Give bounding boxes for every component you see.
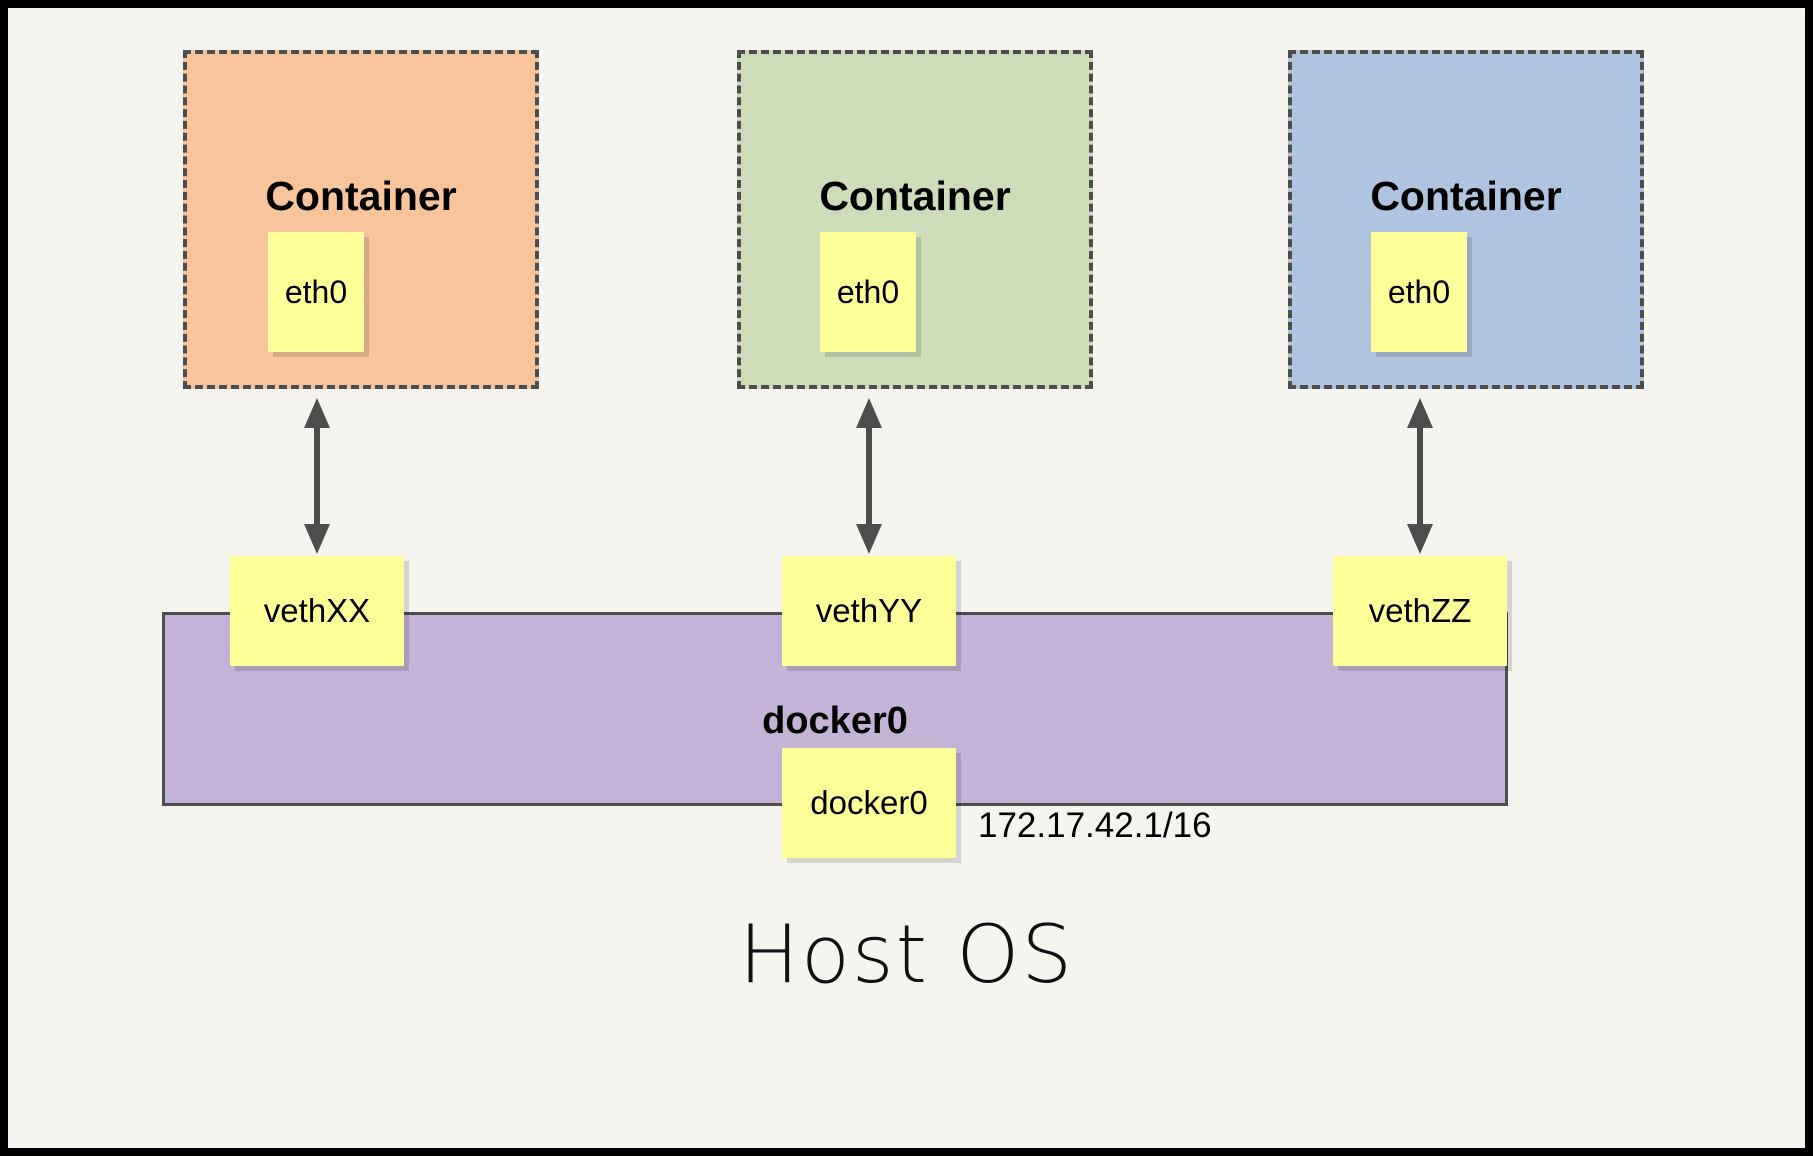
double-arrow-icon-2	[856, 398, 882, 554]
container-label-2: Container	[819, 173, 1011, 219]
diagram-stage: Container Container Container eth0 eth0 …	[8, 8, 1805, 1148]
host-os-label: Host OS	[738, 908, 1075, 1001]
double-arrow-icon-3	[1407, 398, 1433, 554]
veth-note-3: vethZZ	[1333, 556, 1507, 666]
docker0-ip-address: 172.17.42.1/16	[978, 806, 1212, 845]
eth0-note-2: eth0	[820, 232, 916, 352]
eth0-note-3: eth0	[1371, 232, 1467, 352]
docker0-bridge-label: docker0	[762, 700, 908, 742]
container-label-1: Container	[265, 173, 457, 219]
container-label-3: Container	[1370, 173, 1562, 219]
double-arrow-icon-1	[304, 398, 330, 554]
eth0-note-1: eth0	[268, 232, 364, 352]
docker0-interface-note: docker0	[782, 748, 956, 858]
veth-note-1: vethXX	[230, 556, 404, 666]
veth-note-2: vethYY	[782, 556, 956, 666]
